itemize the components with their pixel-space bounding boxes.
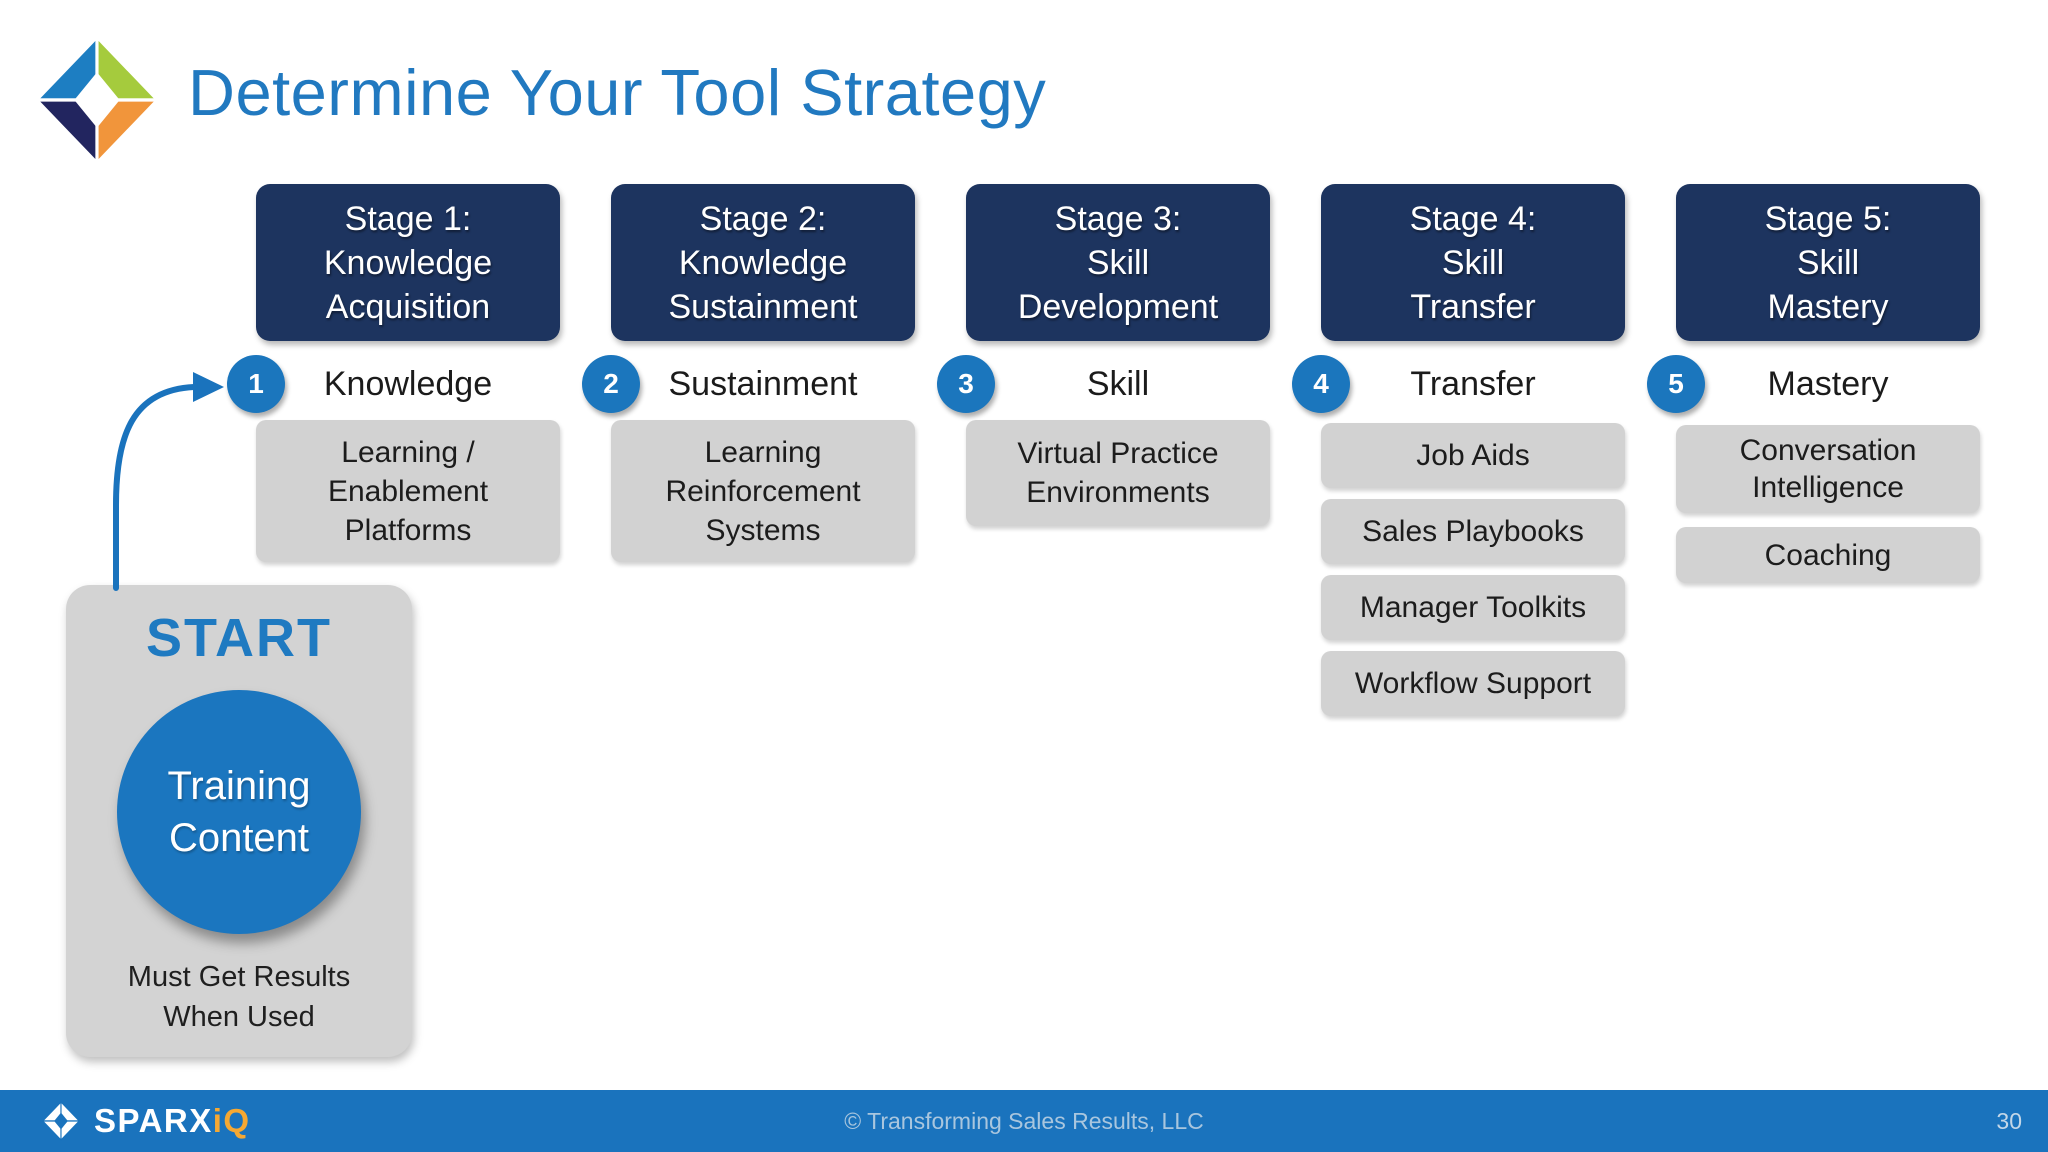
stage-5-label: Mastery xyxy=(1767,364,1889,403)
stage-column-2: Stage 2: Knowledge Sustainment 2 Sustain… xyxy=(582,0,915,800)
stage-1-title-line: Stage 1: xyxy=(344,199,472,238)
stage-1-title-line: Knowledge xyxy=(323,243,493,282)
stage-2-title-line: Sustainment xyxy=(668,287,858,326)
start-label: START xyxy=(146,608,332,668)
footer-logo: SPARXiQ xyxy=(42,1090,251,1152)
stage-4-number-badge: 4 xyxy=(1292,355,1350,413)
tool-box: Conversation Intelligence xyxy=(1676,425,1980,513)
start-note-line: When Used xyxy=(163,1001,315,1033)
stage-3-header: Stage 3: Skill Development xyxy=(966,184,1270,341)
tool-box: Manager Toolkits xyxy=(1321,575,1625,640)
tool-box-line: Platforms xyxy=(344,513,472,547)
start-note: Must Get Results When Used xyxy=(66,957,412,1037)
stage-1-header: Stage 1: Knowledge Acquisition xyxy=(256,184,560,341)
stage-3-title-line: Stage 3: xyxy=(1054,199,1182,238)
tool-box-line: Intelligence xyxy=(1752,471,1904,504)
tool-box-line: Learning xyxy=(704,435,822,469)
sparx-diamond-icon-white xyxy=(42,1101,80,1141)
tool-box-line: Conversation xyxy=(1739,434,1917,467)
stage-3-title-line: Development xyxy=(1017,287,1219,326)
stage-2-title-line: Knowledge xyxy=(678,243,848,282)
stage-4-title-line: Stage 4: xyxy=(1409,199,1537,238)
stage-column-3: Stage 3: Skill Development 3 Skill Virtu… xyxy=(937,0,1270,800)
tool-box: Virtual Practice Environments xyxy=(966,420,1270,526)
stage-1-label: Knowledge xyxy=(323,364,493,403)
stage-3-title-line: Skill xyxy=(1086,243,1150,282)
tool-box: Workflow Support xyxy=(1321,651,1625,716)
tool-box-line: Job Aids xyxy=(1416,439,1530,472)
stage-2-header: Stage 2: Knowledge Sustainment xyxy=(611,184,915,341)
brand-accent: iQ xyxy=(212,1102,251,1139)
tool-box: Job Aids xyxy=(1321,423,1625,488)
tool-box: Sales Playbooks xyxy=(1321,499,1625,564)
tool-box-line: Manager Toolkits xyxy=(1359,591,1587,624)
tool-box-line: Workflow Support xyxy=(1354,667,1592,700)
stage-column-1: Stage 1: Knowledge Acquisition 1 Knowled… xyxy=(227,0,560,800)
training-circle-line: Content xyxy=(168,816,310,860)
tool-box: Coaching xyxy=(1676,527,1980,583)
stage-5-header: Stage 5: Skill Mastery xyxy=(1676,184,1980,341)
page-number: 30 xyxy=(1996,1107,2022,1134)
stage-4-label: Transfer xyxy=(1410,364,1536,403)
footer-brand-name: SPARXiQ xyxy=(94,1102,251,1140)
stage-5-number-badge: 5 xyxy=(1647,355,1705,413)
footer-bar: SPARXiQ © Transforming Sales Results, LL… xyxy=(0,1090,2048,1152)
start-panel: START Training Content Must Get Results … xyxy=(66,585,412,1057)
training-content-circle: Training Content xyxy=(117,690,361,934)
stage-2-title-line: Stage 2: xyxy=(699,199,827,238)
stage-4-title-line: Skill xyxy=(1441,243,1505,282)
tool-box-line: Systems xyxy=(705,513,821,547)
tool-box: Learning Reinforcement Systems xyxy=(611,420,915,562)
stage-1-title-line: Acquisition xyxy=(325,287,491,326)
tool-box-line: Coaching xyxy=(1764,538,1892,572)
stage-4-title-line: Transfer xyxy=(1410,287,1536,326)
stage-column-5: Stage 5: Skill Mastery 5 Mastery Convers… xyxy=(1647,0,1980,800)
stage-5-title-line: Stage 5: xyxy=(1764,199,1892,238)
stage-5-title-line: Mastery xyxy=(1767,287,1889,326)
stage-4-header: Stage 4: Skill Transfer xyxy=(1321,184,1625,341)
stage-2-number-badge: 2 xyxy=(582,355,640,413)
stage-3-label: Skill xyxy=(1086,364,1150,403)
stage-1-number-badge: 1 xyxy=(227,355,285,413)
tool-box-line: Environments xyxy=(1026,476,1210,509)
brand-main: SPARX xyxy=(94,1102,213,1139)
training-circle-line: Training xyxy=(167,764,311,808)
tool-box: Learning / Enablement Platforms xyxy=(256,420,560,562)
stage-5-title-line: Skill xyxy=(1796,243,1860,282)
sparx-diamond-icon xyxy=(34,34,160,166)
stage-column-4: Stage 4: Skill Transfer 4 Transfer Job A… xyxy=(1292,0,1625,800)
start-note-line: Must Get Results xyxy=(127,961,351,993)
tool-box-line: Enablement xyxy=(327,474,489,508)
tool-box-line: Sales Playbooks xyxy=(1362,515,1584,548)
footer-copyright: © Transforming Sales Results, LLC xyxy=(844,1107,1204,1134)
tool-box-line: Learning / xyxy=(341,435,475,469)
tool-box-line: Virtual Practice xyxy=(1017,437,1219,470)
stage-3-number-badge: 3 xyxy=(937,355,995,413)
page-title: Determine Your Tool Strategy xyxy=(188,56,1047,129)
tool-box-line: Reinforcement xyxy=(665,474,861,508)
stage-2-label: Sustainment xyxy=(668,364,858,403)
